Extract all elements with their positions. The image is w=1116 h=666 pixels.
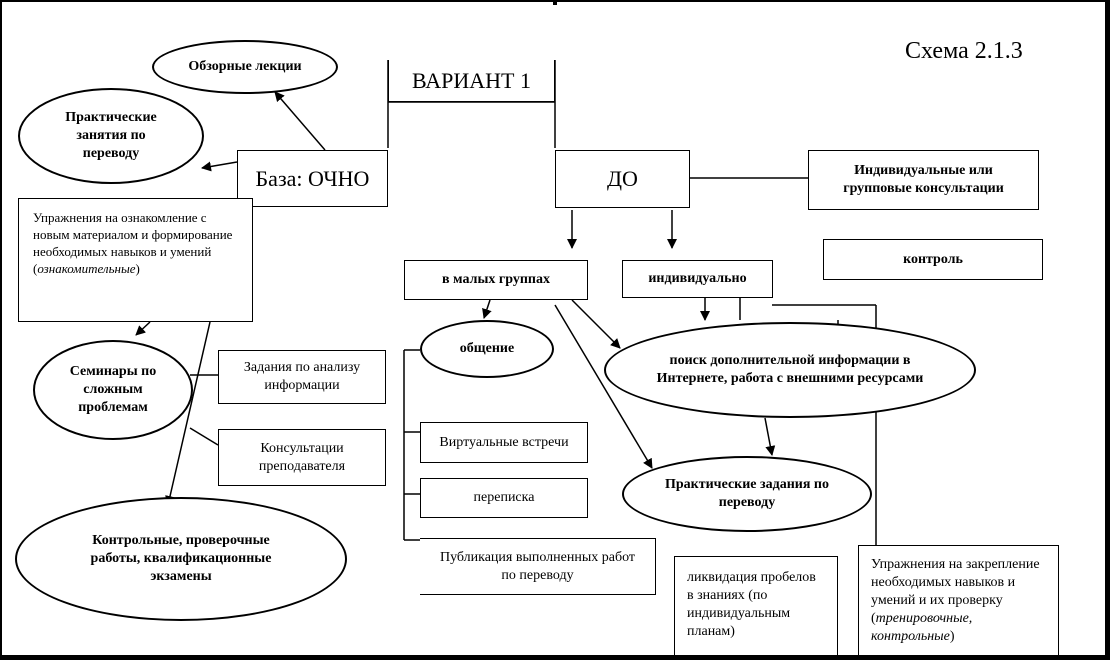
reinforce-box: Упражнения на закрепление необходимых на… [858, 545, 1059, 656]
arrow-to-seminars [135, 321, 151, 336]
arrow-groups-practical [554, 304, 653, 469]
ind-consult-box: Индивидуальные или групповые консультаци… [808, 150, 1039, 210]
arrow-to-practical [201, 161, 238, 172]
reinforce-italic: тренировочные, контрольные [871, 611, 973, 644]
consultations-box: Консультации преподавателя [218, 429, 386, 486]
link-consult [189, 427, 219, 446]
do-box: ДО [555, 150, 690, 208]
exercises-end: ) [135, 261, 140, 276]
analysis-tasks-box: Задания по анализу информации [218, 350, 386, 404]
gaps-box: ликвидация пробелов в знаниях (по индиви… [674, 556, 838, 656]
arrow-to-control-works [165, 321, 211, 506]
arrow-search-practical [764, 417, 776, 456]
variant-box: ВАРИАНТ 1 [388, 60, 555, 102]
arrow-to-communication [482, 299, 492, 319]
arrow-to-lectures [274, 91, 326, 151]
correspondence-box: переписка [420, 478, 588, 518]
small-groups-box: в малых группах [404, 260, 588, 300]
communication-ellipse: общение [420, 320, 554, 378]
control-box: контроль [823, 239, 1043, 280]
practical-tasks-ellipse: Практические задания по переводу [622, 456, 872, 532]
seminars-ellipse: Семинары по сложным проблемам [33, 340, 193, 440]
practical-ellipse: Практические занятия по переводу [18, 88, 204, 184]
lectures-ellipse: Обзорные лекции [152, 40, 338, 94]
publication-box: Публикация выполненных работ по переводу [420, 538, 656, 595]
exercises-italic: ознакомительные [37, 261, 136, 276]
control-works-ellipse: Контрольные, проверочные работы, квалифи… [15, 497, 347, 621]
search-ellipse: поиск дополнительной информации в Интерн… [604, 322, 976, 418]
individual-box: индивидуально [622, 260, 773, 298]
exercises-box: Упражнения на ознакомление с новым матер… [18, 198, 253, 322]
scheme-label: Схема 2.1.3 [905, 38, 1023, 64]
reinforce-text: Упражнения на закрепление необходимых на… [871, 557, 1040, 626]
base-box: База: ОЧНО [237, 150, 388, 207]
arrow-groups-search [571, 299, 621, 349]
reinforce-end: ) [949, 629, 955, 644]
virtual-meetings-box: Виртуальные встречи [420, 422, 588, 463]
exercises-text: Упражнения на ознакомление с новым матер… [33, 210, 233, 276]
